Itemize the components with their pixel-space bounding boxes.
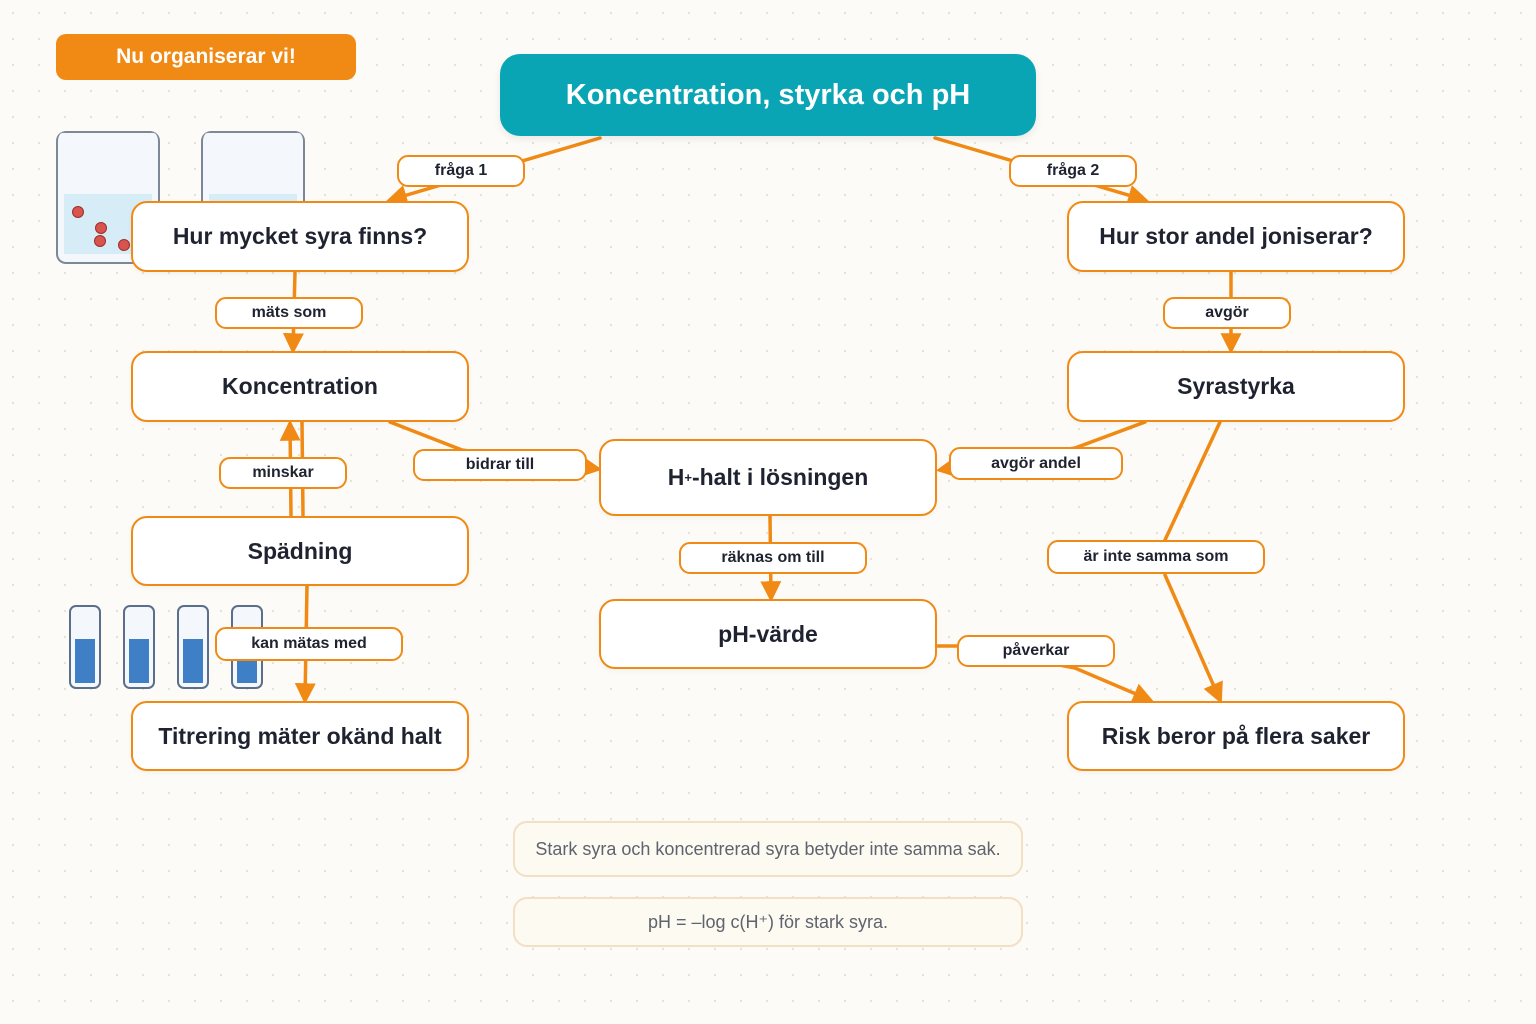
node-syrastyrka: Syrastyrka: [1067, 351, 1405, 422]
node-spadning: Spädning: [131, 516, 469, 586]
test-tube-icon: [177, 605, 209, 689]
test-tube-icon: [123, 605, 155, 689]
node-ph-varde: pH-värde: [599, 599, 937, 669]
h-halt-superscript: +: [684, 470, 692, 485]
tube-fill: [129, 639, 149, 683]
node-hur-stor-andel: Hur stor andel joniserar?: [1067, 201, 1405, 272]
edge-syrastyrka-risk: [1163, 420, 1222, 542]
link-label-minskar: minskar: [219, 457, 347, 489]
main-title: Koncentration, styrka och pH: [500, 54, 1036, 136]
node-risk: Risk beror på flera saker: [1067, 701, 1405, 771]
acid-particle: [94, 235, 106, 247]
h-halt-base: H: [667, 464, 685, 490]
node-titrering: Titrering mäter okänd halt: [131, 701, 469, 771]
section-badge: Nu organiserar vi!: [56, 34, 356, 80]
acid-particle: [118, 239, 130, 251]
node-koncentration: Koncentration: [131, 351, 469, 422]
link-label-fraga-2: fråga 2: [1009, 155, 1137, 187]
acid-particle: [72, 206, 84, 218]
link-label-paverkar: påverkar: [957, 635, 1115, 667]
note-ph-formula: pH = –log c(H⁺) för stark syra.: [513, 897, 1023, 947]
node-hur-mycket-syra: Hur mycket syra finns?: [131, 201, 469, 272]
test-tube-icon: [69, 605, 101, 689]
node-h-halt: H+-halt i lösningen: [599, 439, 937, 516]
edge-risk-lower: [1163, 573, 1223, 704]
link-label-avgor-andel: avgör andel: [949, 447, 1123, 480]
acid-particle: [95, 222, 107, 234]
tube-fill: [183, 639, 203, 683]
link-label-bidrar-till: bidrar till: [413, 449, 587, 481]
link-label-mats-som: mäts som: [215, 297, 363, 329]
link-label-avgor: avgör: [1163, 297, 1291, 329]
link-label-raknas-om-till: räknas om till: [679, 542, 867, 574]
h-halt-rest: -halt i lösningen: [691, 464, 869, 490]
link-label-kan-matas-med: kan mätas med: [215, 627, 403, 661]
tube-fill: [75, 639, 95, 683]
note-stark-vs-koncentrerad: Stark syra och koncentrerad syra betyder…: [513, 821, 1023, 877]
link-label-ar-inte-samma-som: är inte samma som: [1047, 540, 1265, 574]
link-label-fraga-1: fråga 1: [397, 155, 525, 187]
